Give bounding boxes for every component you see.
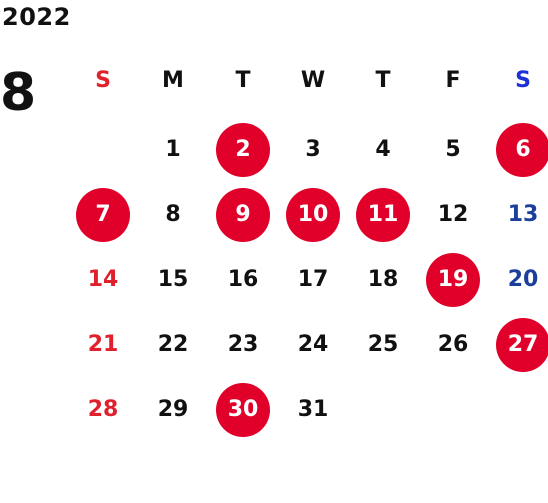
weekday-wednesday: W	[300, 68, 326, 93]
day-3[interactable]: 3	[305, 137, 321, 162]
day-2[interactable]: 2	[216, 123, 270, 177]
day-1[interactable]: 1	[165, 137, 181, 162]
month-label: 8	[0, 63, 37, 123]
day-25[interactable]: 25	[367, 332, 399, 357]
day-14[interactable]: 14	[87, 267, 119, 292]
year-label: 2022	[2, 3, 71, 31]
weekday-thursday: T	[375, 68, 391, 93]
day-19[interactable]: 19	[426, 253, 480, 307]
weekday-monday: M	[162, 68, 184, 93]
day-8[interactable]: 8	[165, 202, 181, 227]
day-13[interactable]: 13	[507, 202, 539, 227]
day-12[interactable]: 12	[437, 202, 469, 227]
day-11[interactable]: 11	[356, 188, 410, 242]
day-29[interactable]: 29	[157, 397, 189, 422]
day-9[interactable]: 9	[216, 188, 270, 242]
day-23[interactable]: 23	[227, 332, 259, 357]
day-17[interactable]: 17	[297, 267, 329, 292]
day-5[interactable]: 5	[445, 137, 461, 162]
weekday-friday: F	[445, 68, 461, 93]
weekday-sunday: S	[95, 68, 111, 93]
day-24[interactable]: 24	[297, 332, 329, 357]
day-31[interactable]: 31	[297, 397, 329, 422]
day-22[interactable]: 22	[157, 332, 189, 357]
day-20[interactable]: 20	[507, 267, 539, 292]
day-4[interactable]: 4	[375, 137, 391, 162]
day-26[interactable]: 26	[437, 332, 469, 357]
day-10[interactable]: 10	[286, 188, 340, 242]
day-27[interactable]: 27	[496, 318, 548, 372]
day-7[interactable]: 7	[76, 188, 130, 242]
day-21[interactable]: 21	[87, 332, 119, 357]
day-6[interactable]: 6	[496, 123, 548, 177]
day-28[interactable]: 28	[87, 397, 119, 422]
weekday-tuesday: T	[235, 68, 251, 93]
day-15[interactable]: 15	[157, 267, 189, 292]
day-16[interactable]: 16	[227, 267, 259, 292]
day-30[interactable]: 30	[216, 383, 270, 437]
day-18[interactable]: 18	[367, 267, 399, 292]
weekday-saturday: S	[515, 68, 531, 93]
